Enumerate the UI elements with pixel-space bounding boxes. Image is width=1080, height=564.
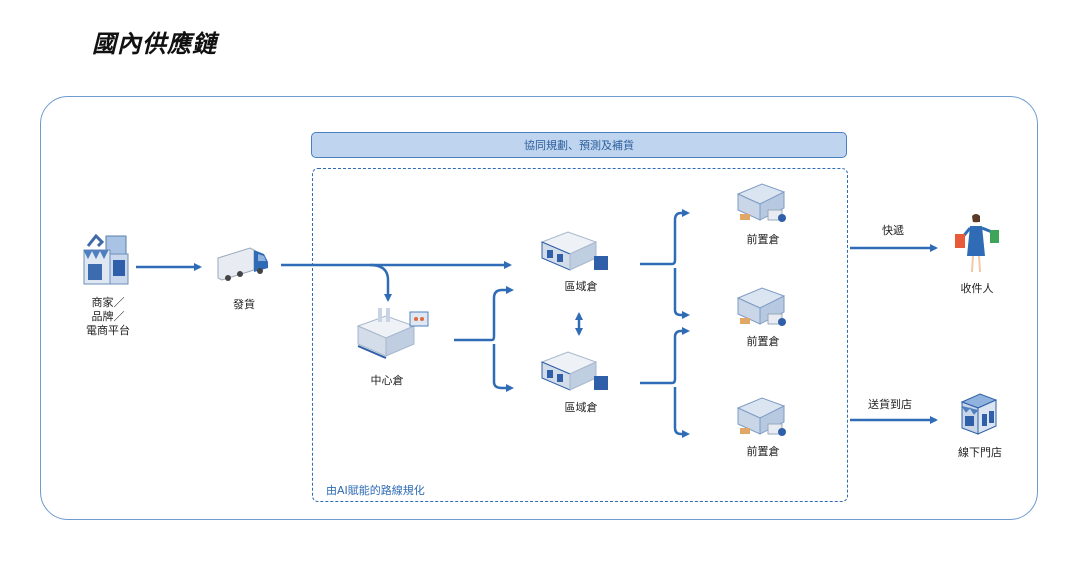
regional-top-label: 區域倉 <box>564 280 598 293</box>
ai-routing-region <box>312 168 848 502</box>
forward-1-label: 前置倉 <box>746 233 780 246</box>
shipping-label: 發貨 <box>233 298 255 311</box>
regional-warehouse-icon <box>540 351 608 391</box>
forward-warehouse-icon <box>736 397 786 436</box>
planning-banner: 協同規劃、預測及補貨 <box>311 132 847 158</box>
forward-3-label: 前置倉 <box>746 445 780 458</box>
forward-2-label: 前置倉 <box>746 335 780 348</box>
store-delivery-label: 送貨到店 <box>868 398 912 411</box>
merchant-label: 商家／ 品牌／ 電商平台 <box>82 296 134 338</box>
page-title: 國內供應鏈 <box>92 29 217 58</box>
merchant-store-icon <box>83 233 129 285</box>
central-warehouse-icon <box>356 308 429 359</box>
express-label: 快遞 <box>882 224 904 237</box>
arrowhead-central-bottom <box>506 384 514 392</box>
central-label: 中心倉 <box>370 374 404 387</box>
ai-routing-label: 由AI賦能的路線規化 <box>326 484 425 497</box>
arrowhead-central-top <box>506 286 514 294</box>
offline-store-label: 線下門店 <box>958 446 1002 459</box>
regional-warehouse-icon <box>540 231 608 271</box>
arrow-central-split <box>454 288 508 390</box>
arrow-regional-bottom-split <box>640 329 683 436</box>
arrow-regional-top-split <box>640 211 683 317</box>
merchant-label-line: 品牌／ <box>91 310 125 323</box>
shopper-icon <box>955 214 999 273</box>
diagram-frame <box>40 96 1038 520</box>
merchant-label-line: 電商平台 <box>86 324 130 337</box>
arrow-shipping-to-central <box>369 263 392 302</box>
truck-icon <box>217 247 268 281</box>
planning-banner-label: 協同規劃、預測及補貨 <box>524 139 634 152</box>
forward-warehouse-icon <box>736 287 786 326</box>
regional-bottom-label: 區域倉 <box>564 401 598 414</box>
recipient-label: 收件人 <box>960 282 994 295</box>
storefront-icon <box>960 393 998 435</box>
forward-warehouse-icon <box>736 183 786 222</box>
merchant-label-line: 商家／ <box>91 296 125 309</box>
